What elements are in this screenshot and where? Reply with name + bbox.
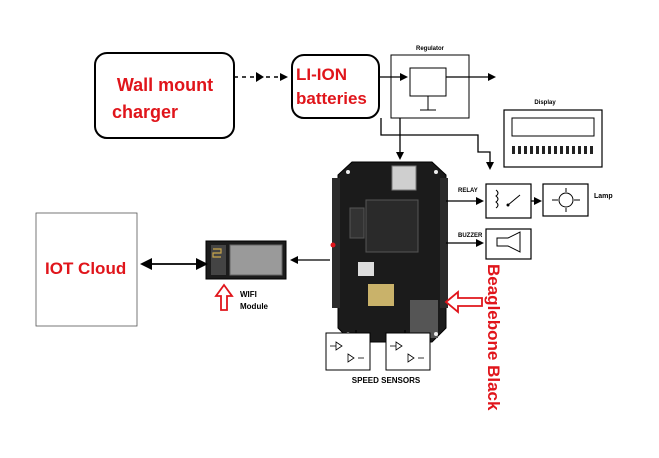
buzzer-horn-icon xyxy=(486,229,531,259)
batteries-label-line2: batteries xyxy=(296,89,367,108)
buzzer-label: BUZZER xyxy=(458,233,483,239)
relay-coil-icon xyxy=(486,184,531,218)
speed-sensors-label: SPEED SENSORS xyxy=(352,376,421,385)
speed-sensor-icon xyxy=(326,333,370,370)
charger-label-line2: charger xyxy=(112,102,178,122)
supply-to-relay-link xyxy=(381,118,490,168)
display-block: Display xyxy=(504,100,602,167)
wifi-module-chip-icon xyxy=(206,241,286,279)
lamp-bulb-icon xyxy=(543,184,588,216)
up-arrow-outline-icon xyxy=(216,285,232,310)
regulator-block: Regulator xyxy=(391,46,469,118)
left-arrow-outline-icon xyxy=(446,292,482,312)
beaglebone-label: Beaglebone Black xyxy=(484,264,503,411)
wifi-label-line2: Module xyxy=(240,302,269,311)
iot-cloud-label: IOT Cloud xyxy=(45,259,126,278)
batteries-box: LI-ION batteries xyxy=(292,55,379,118)
wifi-label-line1: WIFI xyxy=(240,290,257,299)
wifi-cloud-link xyxy=(140,258,208,270)
charger-box: Wall mount charger xyxy=(95,53,234,138)
beaglebone-board-icon xyxy=(331,162,449,342)
charger-label-line1: Wall mount xyxy=(117,75,213,95)
display-label: Display xyxy=(534,100,556,106)
batteries-label-line1: LI-ION xyxy=(296,65,347,84)
iot-cloud-box: IOT Cloud xyxy=(36,213,137,326)
regulator-label: Regulator xyxy=(416,46,445,52)
lamp-label: Lamp xyxy=(594,193,613,200)
charger-to-battery-link xyxy=(234,72,286,82)
speed-sensor-icon xyxy=(386,333,430,370)
relay-label: RELAY xyxy=(458,188,478,194)
